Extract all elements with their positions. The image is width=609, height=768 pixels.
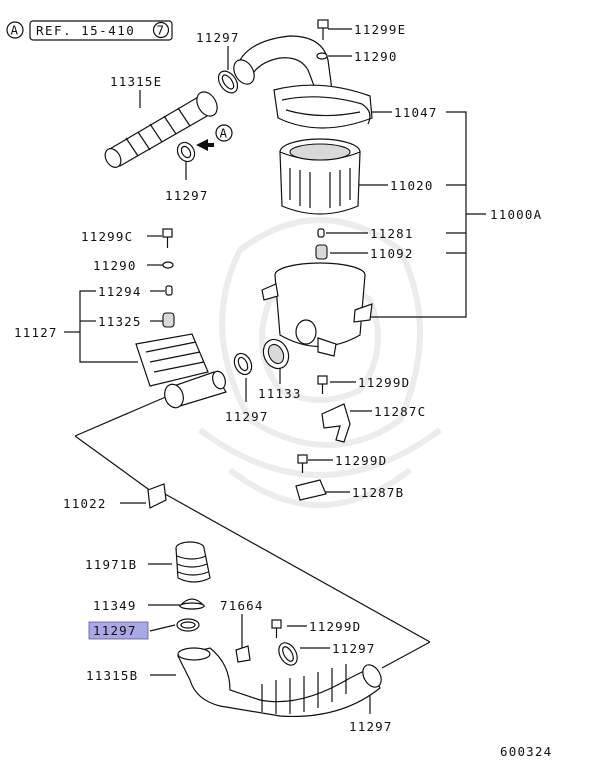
label-11290-top[interactable]: 11290: [354, 49, 398, 64]
diagram-code: 600324: [500, 744, 552, 759]
air-cleaner-case: [261, 262, 373, 357]
coupler-11133: [262, 338, 290, 370]
svg-text:A: A: [219, 126, 228, 141]
spring-11325: [162, 312, 175, 328]
svg-text:REF. 15-410: REF. 15-410: [36, 23, 135, 38]
bracket-11287b: [295, 479, 327, 501]
leader-lines: [64, 28, 486, 714]
grommet-11281: [317, 228, 325, 238]
air-filter-element: [279, 138, 361, 215]
bracket-11022: [147, 483, 167, 509]
cap-11349: [178, 598, 206, 610]
ref-box[interactable]: REF. 15-410 7: [29, 20, 173, 41]
label-11971b[interactable]: 11971B: [85, 557, 137, 572]
label-11315b[interactable]: 11315B: [86, 668, 138, 683]
intake-hose-11315b: [177, 647, 382, 718]
bolt-11299d-b: [297, 454, 308, 473]
bracket-11287c: [321, 403, 351, 443]
highlight-box: [88, 621, 149, 640]
washer-11290-top: [316, 52, 328, 60]
label-11299c[interactable]: 11299C: [81, 229, 133, 244]
label-11325[interactable]: 11325: [98, 314, 142, 329]
bolt-11299c: [162, 228, 173, 248]
label-11315e[interactable]: 11315E: [110, 74, 162, 89]
washer-11290-b: [162, 261, 174, 269]
label-11299e[interactable]: 11299E: [354, 22, 406, 37]
label-11287c[interactable]: 11287C: [374, 404, 426, 419]
hose-clamp-11297-b: [176, 141, 196, 163]
label-11299d-c[interactable]: 11299D: [309, 619, 361, 634]
label-11299d-a[interactable]: 11299D: [358, 375, 410, 390]
label-11133[interactable]: 11133: [258, 386, 302, 401]
label-11297-c[interactable]: 11297: [225, 409, 269, 424]
hose-clamp-top: [217, 70, 239, 94]
small-part-11294: [165, 285, 173, 296]
bolt-11299d-c: [271, 619, 282, 638]
label-11287b[interactable]: 11287B: [352, 485, 404, 500]
bolt-11299e: [317, 19, 329, 40]
label-11020[interactable]: 11020: [390, 178, 434, 193]
label-11297-top[interactable]: 11297: [196, 30, 240, 45]
air-cleaner-cover: [273, 84, 373, 129]
label-11297-b[interactable]: 11297: [165, 188, 209, 203]
hose-clamp-11297-c: [233, 352, 253, 376]
resonator-11127: [135, 333, 227, 409]
spring-11092: [315, 244, 328, 260]
bolt-11299d-a: [317, 375, 328, 394]
svg-text:A: A: [10, 23, 19, 38]
hose-clamp-11297-d: [278, 642, 298, 666]
label-11294[interactable]: 11294: [98, 284, 142, 299]
part-labels: 11297 11299E 11290 11315E 11047 11297 11…: [14, 22, 552, 759]
label-11127[interactable]: 11127: [14, 325, 58, 340]
label-11022[interactable]: 11022: [63, 496, 107, 511]
clip-71664: [235, 645, 251, 663]
label-71664[interactable]: 71664: [220, 598, 264, 613]
hose-clamp-11297-highlight: [176, 618, 200, 632]
label-11000a[interactable]: 11000A: [490, 207, 542, 222]
svg-text:7: 7: [156, 23, 165, 38]
label-11297-e[interactable]: 11297: [349, 719, 393, 734]
label-11297-d[interactable]: 11297: [332, 641, 376, 656]
label-11290-b[interactable]: 11290: [93, 258, 137, 273]
label-11092[interactable]: 11092: [370, 246, 414, 261]
label-11047[interactable]: 11047: [394, 105, 438, 120]
label-11297-highlighted[interactable]: 11297: [93, 623, 137, 638]
view-marker: A: [6, 21, 24, 39]
label-11299d-b[interactable]: 11299D: [335, 453, 387, 468]
label-11349[interactable]: 11349: [93, 598, 137, 613]
arrow-to-a: A: [196, 124, 233, 151]
bellows-11971b: [175, 541, 211, 583]
label-11281[interactable]: 11281: [370, 226, 414, 241]
hose-11315e: [104, 91, 218, 168]
